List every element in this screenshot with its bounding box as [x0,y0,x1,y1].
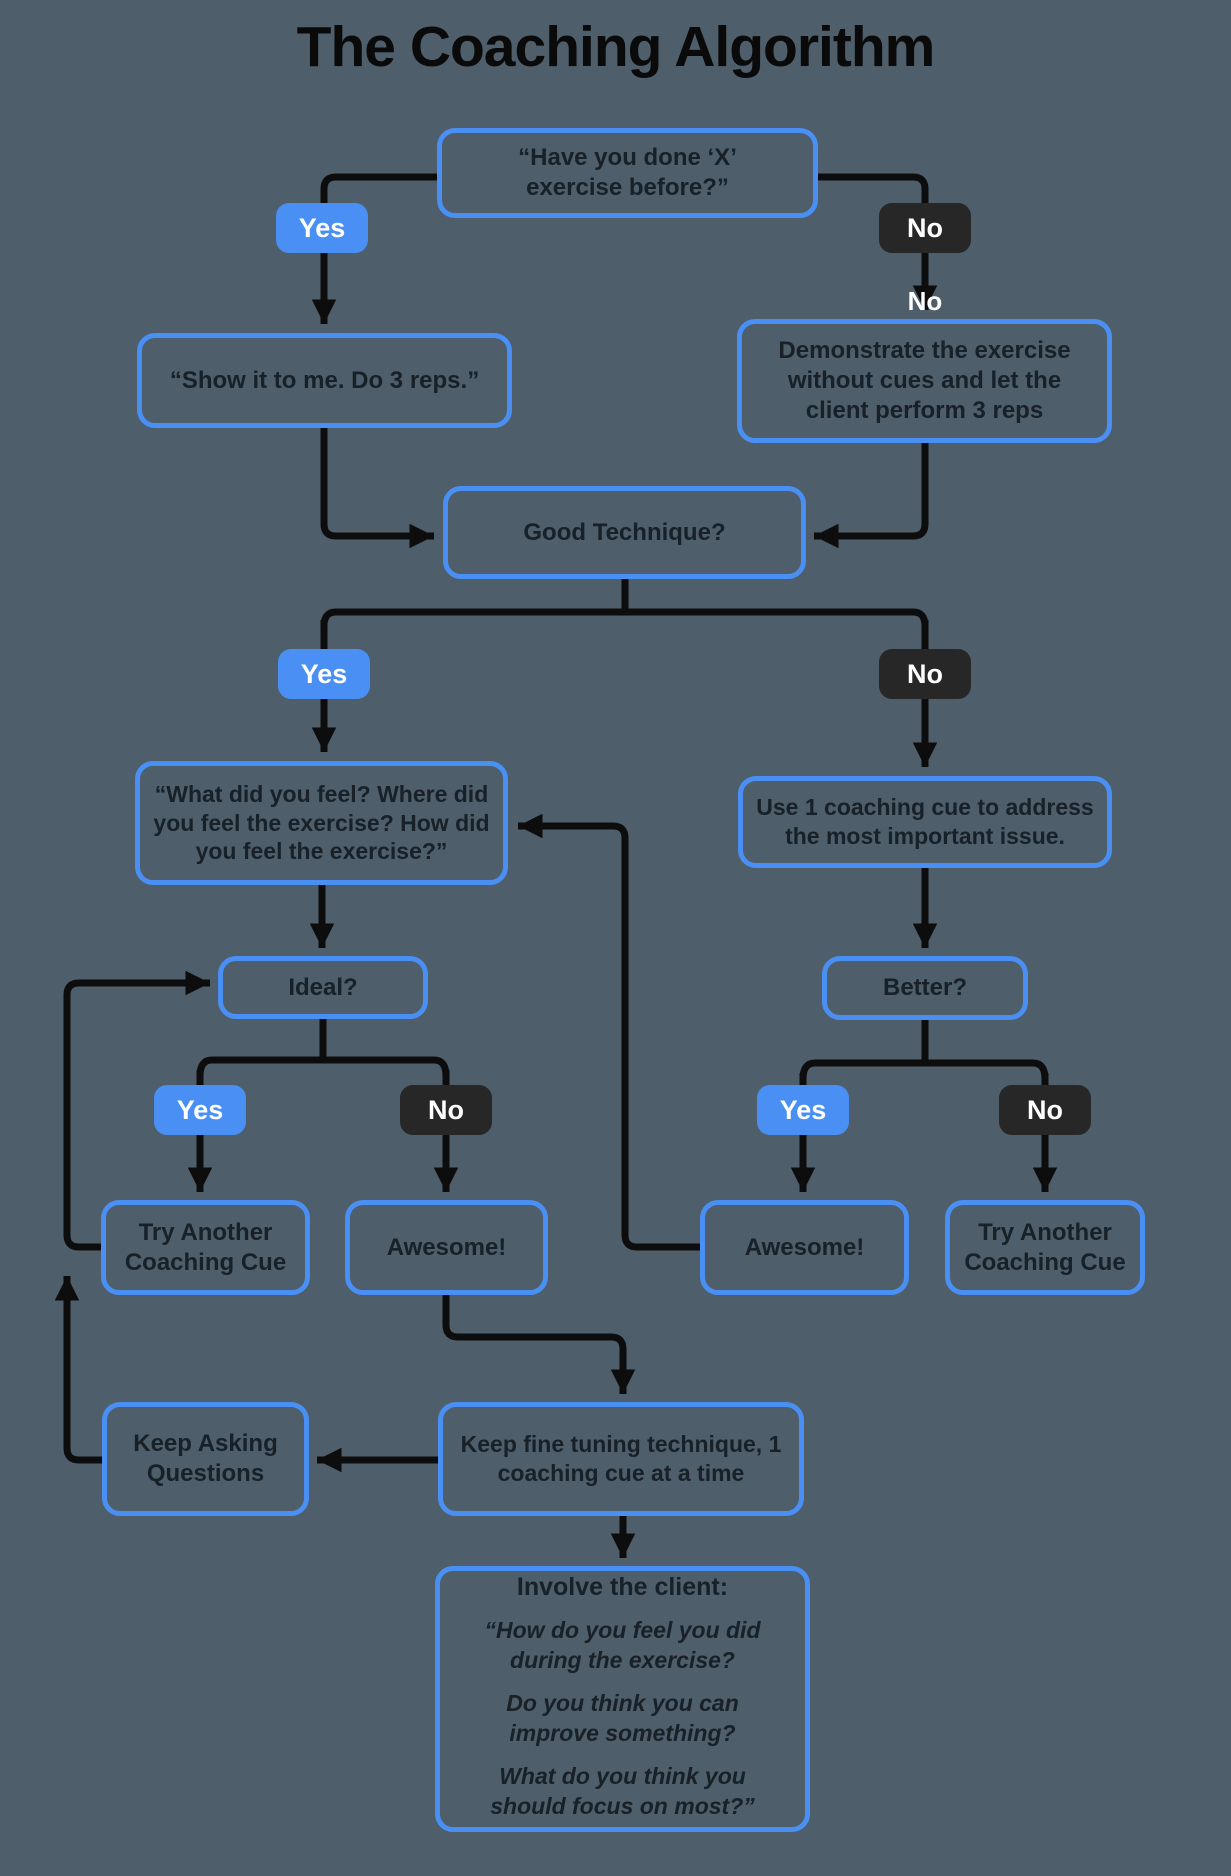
node-try-another-cue-right-label: Try Another Coaching Cue [964,1218,1126,1276]
connector-better-split-bar [799,1059,1049,1080]
node-ideal: Ideal? [218,956,428,1019]
connector-demonstrate-to-good-technique [814,443,929,549]
connector-awesome-loop-to-what-feel [518,813,700,1251]
node-awesome-right: Awesome! [700,1200,909,1295]
node-good-technique-label: Good Technique? [523,518,726,546]
connector-keep-asking-loop-up [54,1276,102,1464]
connector-question-no-to-demonstrate [818,173,938,310]
node-keep-fine-tuning-label: Keep fine tuning technique, 1 coaching c… [460,1431,782,1486]
node-demonstrate: Demonstrate the exercise without cues an… [737,319,1112,443]
node-better-label: Better? [882,974,967,1001]
node-involve-client: Involve the client: “How do you feel you… [435,1566,810,1832]
node-show-it-to-me: “Show it to me. Do 3 reps.” [137,333,512,428]
node-good-technique: Good Technique? [443,486,806,579]
involve-client-heading: Involve the client: [516,1573,729,1602]
page-title: The Coaching Algorithm [296,15,936,79]
node-keep-asking-questions-label: Keep Asking Questions [133,1430,278,1487]
node-ideal-label: Ideal? [288,973,358,1001]
node-awesome-left: Awesome! [345,1200,548,1295]
node-try-another-cue-right: Try Another Coaching Cue [945,1200,1145,1295]
node-use-one-cue-label: Use 1 coaching cue to address the most i… [756,794,1094,849]
node-awesome-right-label: Awesome! [744,1233,865,1261]
stray-no-label: No [907,286,943,316]
badge-yes-question: Yes [276,203,368,253]
badge-no-question: No [879,203,971,253]
badge-no-ideal: No [400,1085,492,1135]
connector-awesome-to-fine-tuning [442,1295,636,1394]
node-try-another-cue-left: Try Another Coaching Cue [101,1200,310,1295]
connector-ideal-split-bar [196,1056,450,1077]
badge-yes-ideal: Yes [154,1085,246,1135]
involve-client-line: Do you think you can improve something? [506,1690,739,1746]
badge-yes-better: Yes [757,1085,849,1135]
badge-no-better: No [999,1085,1091,1135]
node-show-label: “Show it to me. Do 3 reps.” [169,366,480,394]
node-try-another-cue-left-label: Try Another Coaching Cue [124,1218,287,1276]
node-what-did-you-feel: “What did you feel? Where did you feel t… [135,761,508,885]
node-better: Better? [822,956,1028,1020]
connector-good-technique-split-bar [320,608,929,627]
node-what-did-you-feel-label: “What did you feel? Where did you feel t… [153,780,490,865]
node-awesome-left-label: Awesome! [386,1233,507,1261]
node-question-label: “Have you done ‘X’ exercise before?” [518,144,737,201]
node-keep-asking-questions: Keep Asking Questions [102,1402,309,1516]
connector-show-to-good-technique [320,428,434,549]
involve-client-line: What do you think you should focus on mo… [490,1763,755,1819]
node-use-one-cue: Use 1 coaching cue to address the most i… [738,776,1112,868]
badge-yes-good-technique: Yes [278,649,370,699]
node-question: “Have you done ‘X’ exercise before?” [437,128,818,218]
connector-try-loop-to-ideal [63,970,210,1251]
badge-no-good-technique: No [879,649,971,699]
node-keep-fine-tuning: Keep fine tuning technique, 1 coaching c… [438,1402,804,1516]
node-demonstrate-label: Demonstrate the exercise without cues an… [778,337,1071,424]
involve-client-line: “How do you feel you did during the exer… [484,1617,761,1673]
connector-question-yes-to-show [311,173,440,324]
